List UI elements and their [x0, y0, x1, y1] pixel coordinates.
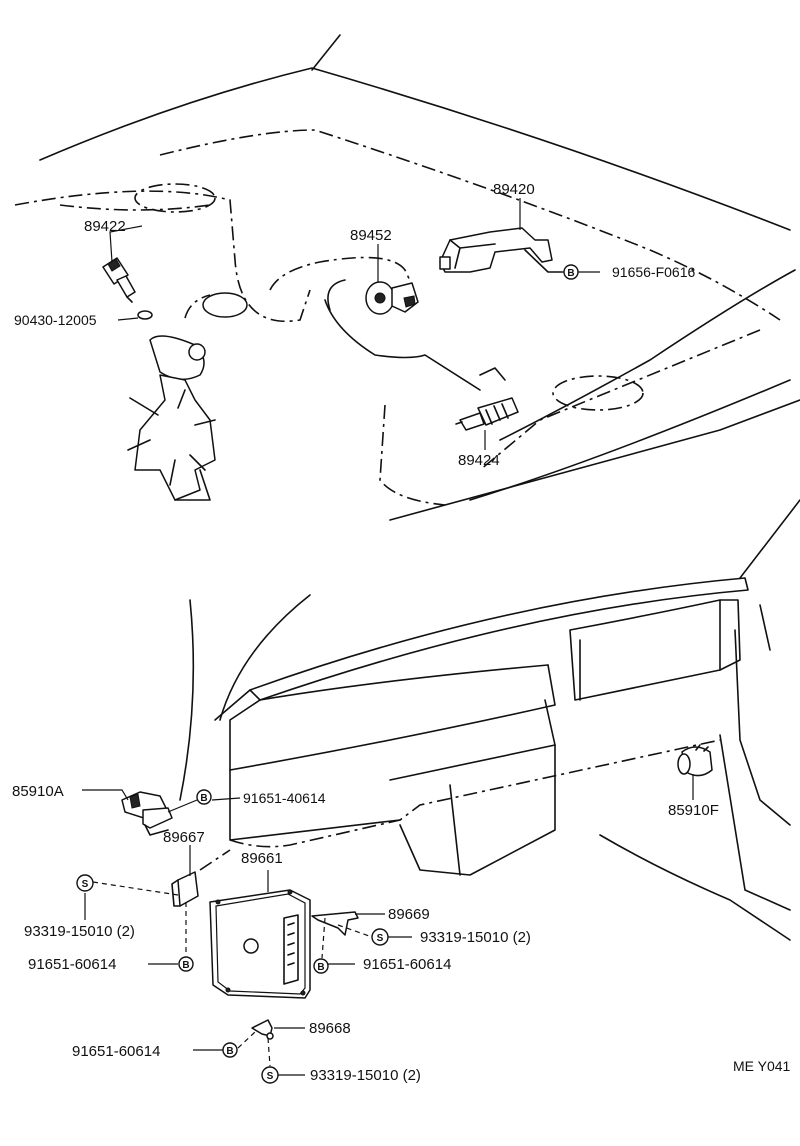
label-89420: 89420: [493, 181, 535, 198]
cooling-fan: [127, 335, 216, 501]
label-89668: 89668: [309, 1020, 351, 1037]
label-89424: 89424: [458, 452, 500, 469]
label-85910A: 85910A: [12, 783, 64, 800]
label-93319-15010-right: 93319-15010 (2): [420, 929, 531, 946]
bolt-symbol: B: [178, 956, 194, 972]
bracket-89669[interactable]: [311, 911, 359, 936]
svg-text:S: S: [82, 879, 89, 890]
screw-symbol: S: [261, 1066, 279, 1084]
water-temp-sensor-89422[interactable]: [102, 257, 153, 320]
bolt-symbol: B: [196, 789, 212, 805]
bolt-symbol: B: [222, 1042, 238, 1058]
relay-85910F[interactable]: [677, 744, 713, 777]
label-89669: 89669: [388, 906, 430, 923]
engine-control-unit-89661[interactable]: [209, 889, 311, 999]
label-89661: 89661: [241, 850, 283, 867]
svg-text:B: B: [317, 962, 324, 973]
svg-text:B: B: [182, 960, 189, 971]
intake-air-temp-sensor-89424[interactable]: [455, 367, 519, 431]
dashboard-outline: [179, 499, 800, 941]
leader-lines: [82, 198, 694, 1076]
screw-symbol: S: [76, 874, 94, 892]
bolt-symbol: B: [313, 958, 329, 974]
fastener-dash-lines: [92, 881, 373, 1067]
figure-code: ME Y041: [733, 1058, 791, 1074]
label-90430-12005: 90430-12005: [14, 312, 97, 328]
label-89422: 89422: [84, 218, 126, 235]
label-91651-60614-bottom: 91651-60614: [72, 1043, 160, 1060]
label-89452: 89452: [350, 227, 392, 244]
engine-compartment-outline: [14, 34, 800, 521]
screw-symbol: S: [371, 928, 389, 946]
bolt-symbol: B: [563, 264, 579, 280]
map-sensor-89420[interactable]: [439, 227, 563, 273]
label-91651-60614-left: 91651-60614: [28, 956, 116, 973]
label-91656-F0616: 91656-F0616: [612, 264, 696, 280]
bracket-89667[interactable]: [171, 871, 199, 907]
bracket-89668[interactable]: [251, 1019, 274, 1040]
throttle-position-sensor-89452[interactable]: [365, 281, 419, 315]
svg-text:S: S: [267, 1071, 274, 1082]
label-93319-15010-left: 93319-15010 (2): [24, 923, 135, 940]
label-85910F: 85910F: [668, 802, 719, 819]
label-91651-60614-right: 91651-60614: [363, 956, 451, 973]
label-91651-40614: 91651-40614: [243, 790, 326, 806]
svg-text:S: S: [377, 933, 384, 944]
label-93319-15010-bottom: 93319-15010 (2): [310, 1067, 421, 1084]
label-89667: 89667: [163, 829, 205, 846]
svg-text:B: B: [200, 793, 207, 804]
relay-85910A[interactable]: [121, 791, 173, 836]
svg-text:B: B: [567, 268, 574, 279]
svg-text:B: B: [226, 1046, 233, 1057]
hose-pipe: [184, 256, 481, 391]
